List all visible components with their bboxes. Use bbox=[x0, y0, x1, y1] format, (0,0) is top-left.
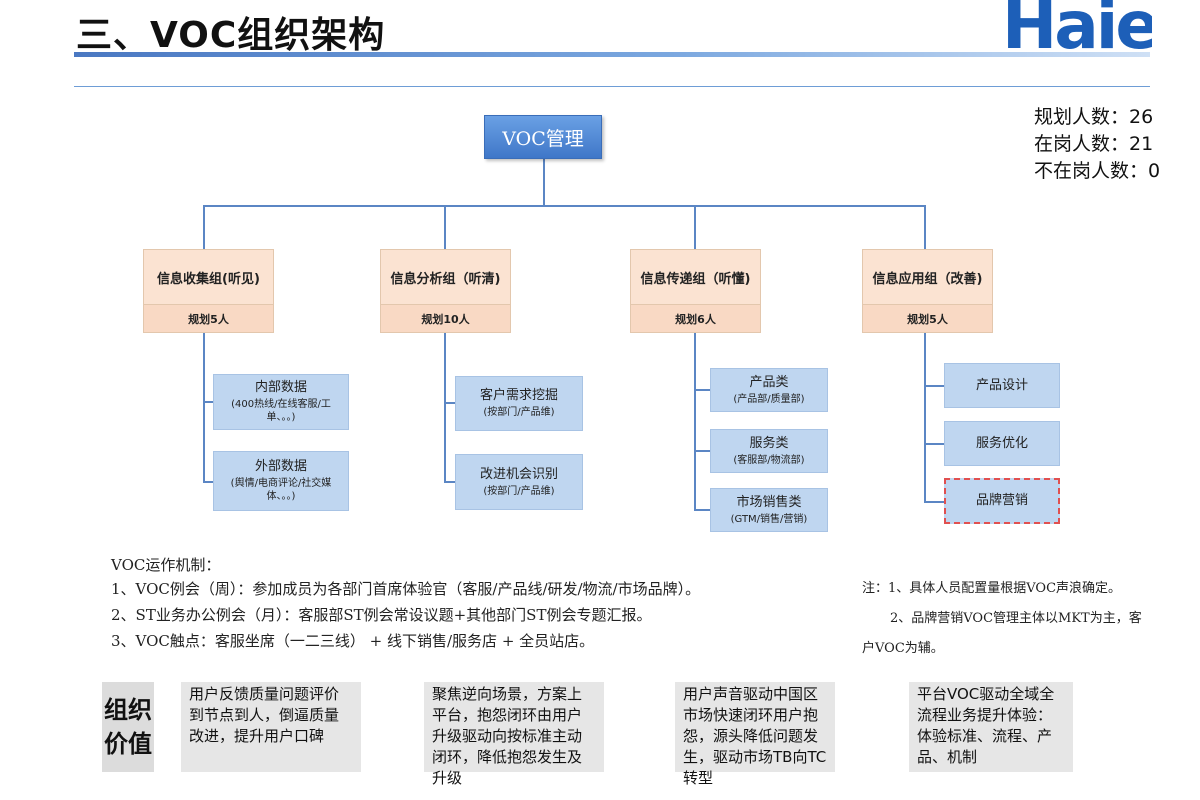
note-line-3: 户VOC为辅。 bbox=[862, 641, 944, 656]
voc-mechanism: VOC运作机制： 1、VOC例会（周）：参加成员为各部门首席体验官（客服/产品线… bbox=[111, 554, 700, 654]
group-plan: 规划5人 bbox=[144, 304, 273, 332]
org-leaf-external-data: 外部数据 (舆情/电商评论/社交媒体、。。) bbox=[213, 451, 349, 511]
connector-g3-leaf-3 bbox=[694, 509, 710, 511]
org-leaf-internal-data: 内部数据 (400热线/在线客服/工单、。。) bbox=[213, 374, 349, 430]
group-plan: 规划5人 bbox=[863, 304, 992, 332]
connector-g4-leaf-2 bbox=[924, 443, 944, 445]
mechanism-line-3: 3、VOC触点：客服坐席（一二三线） + 线下销售/服务店 + 全员站店。 bbox=[111, 632, 595, 650]
org-group-collect: 信息收集组(听见) 规划5人 bbox=[143, 249, 274, 333]
org-group-deliver: 信息传递组（听懂) 规划6人 bbox=[630, 249, 761, 333]
org-leaf-service-optimization: 服务优化 bbox=[944, 421, 1060, 466]
connector-g2-leaf-2 bbox=[444, 481, 455, 483]
connector-group-3-up bbox=[694, 205, 696, 249]
connector-g4-leaf-1 bbox=[924, 385, 944, 387]
title-underline bbox=[74, 52, 1150, 57]
page-title: 三、VOC组织架构 bbox=[76, 15, 386, 56]
org-leaf-service: 服务类 (客服部/物流部) bbox=[710, 429, 828, 473]
value-item-1: 用户反馈质量问题评价到节点到人，倒逼质量改进，提升用户口碑 bbox=[181, 682, 361, 772]
value-item-2: 聚焦逆向场景，方案上平台，抱怨闭环由用户升级驱动向按标准主动闭环，降低抱怨发生及… bbox=[424, 682, 604, 787]
connector-root-down bbox=[543, 159, 545, 206]
mechanism-title: VOC运作机制： bbox=[111, 556, 221, 574]
org-root-voc-management: VOC管理 bbox=[484, 115, 602, 159]
group-plan: 规划6人 bbox=[631, 304, 760, 332]
connector-group-2-down bbox=[444, 330, 446, 482]
connector-g3-leaf-1 bbox=[694, 389, 710, 391]
org-group-analyze: 信息分析组（听清) 规划10人 bbox=[380, 249, 511, 333]
headcount-stats: 规划人数：26 在岗人数：21 不在岗人数：0 bbox=[1034, 104, 1160, 185]
note-line-1: 注：1、具体人员配置量根据VOC声浪确定。 bbox=[862, 581, 1122, 596]
group-title: 信息应用组（改善) bbox=[863, 250, 992, 304]
value-item-3: 用户声音驱动中国区市场快速闭环用户抱怨，源头降低问题发生，驱动市场TB向TC转型 bbox=[675, 682, 835, 787]
stat-onboard: 在岗人数：21 bbox=[1034, 133, 1154, 155]
header-divider bbox=[74, 86, 1150, 87]
connector-group-3-down bbox=[694, 330, 696, 510]
connector-g2-leaf-1 bbox=[444, 402, 455, 404]
connector-g4-leaf-3 bbox=[924, 501, 944, 503]
stat-absent: 不在岗人数：0 bbox=[1034, 160, 1161, 182]
org-leaf-customer-needs: 客户需求挖掘 (按部门/产品维) bbox=[455, 376, 583, 431]
org-leaf-improvement-ops: 改进机会识别 (按部门/产品维) bbox=[455, 454, 583, 510]
group-title: 信息分析组（听清) bbox=[381, 250, 510, 304]
connector-group-4-down bbox=[924, 330, 926, 502]
connector-g1-leaf-2 bbox=[203, 481, 213, 483]
org-group-apply: 信息应用组（改善) 规划5人 bbox=[862, 249, 993, 333]
group-title: 信息收集组(听见) bbox=[144, 250, 273, 304]
group-title: 信息传递组（听懂) bbox=[631, 250, 760, 304]
mechanism-line-2: 2、ST业务办公例会（月）：客服部ST例会常设议题+其他部门ST例会专题汇报。 bbox=[111, 606, 652, 624]
org-value-label: 组织 价值 bbox=[102, 682, 154, 772]
note-line-2: 2、品牌营销VOC管理主体以MKT为主，客 bbox=[890, 611, 1142, 626]
value-item-4: 平台VOC驱动全域全流程业务提升体验：体验标准、流程、产品、机制 bbox=[909, 682, 1073, 772]
mechanism-line-1: 1、VOC例会（周）：参加成员为各部门首席体验官（客服/产品线/研发/物流/市场… bbox=[111, 580, 701, 598]
connector-horizontal bbox=[203, 205, 925, 207]
connector-g1-leaf-1 bbox=[203, 401, 213, 403]
org-leaf-market-sales: 市场销售类 (GTM/销售/营销) bbox=[710, 488, 828, 532]
stat-planned: 规划人数：26 bbox=[1034, 106, 1154, 128]
haier-logo: Haier bbox=[1002, 0, 1152, 52]
notes: 注：1、具体人员配置量根据VOC声浪确定。 2、品牌营销VOC管理主体以MKT为… bbox=[862, 574, 1152, 664]
connector-group-1-down bbox=[203, 330, 205, 482]
connector-g3-leaf-2 bbox=[694, 450, 710, 452]
connector-group-2-up bbox=[444, 205, 446, 249]
org-leaf-product: 产品类 (产品部/质量部) bbox=[710, 368, 828, 412]
org-leaf-product-design: 产品设计 bbox=[944, 363, 1060, 408]
connector-group-4-up bbox=[924, 205, 926, 249]
connector-group-1-up bbox=[203, 205, 205, 249]
org-leaf-brand-marketing: 品牌营销 bbox=[944, 478, 1060, 524]
group-plan: 规划10人 bbox=[381, 304, 510, 332]
